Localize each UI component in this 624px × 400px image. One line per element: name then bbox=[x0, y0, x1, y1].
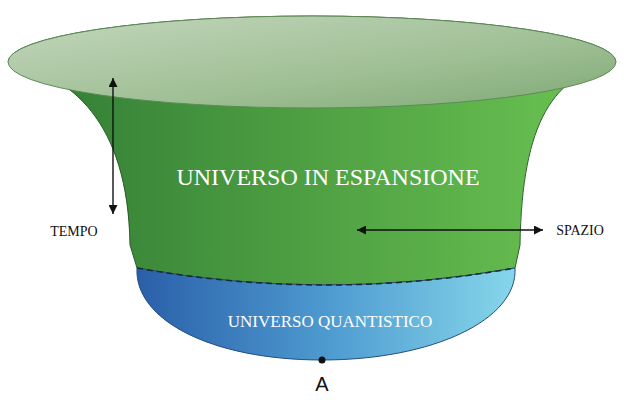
region-outline bbox=[8, 12, 616, 292]
time-arrow bbox=[112, 78, 113, 214]
point-label: A bbox=[315, 373, 328, 396]
quantum-universe-region: UNIVERSO QUANTISTICO bbox=[128, 258, 524, 364]
boundary-dashed-line bbox=[137, 268, 515, 285]
expanding-universe-shape bbox=[8, 16, 616, 285]
region-label: UNIVERSO QUANTISTICO bbox=[228, 312, 432, 332]
space-arrow bbox=[357, 229, 543, 230]
expanding-universe-region: UNIVERSO IN ESPANSIONE bbox=[8, 12, 616, 292]
axis-label: TEMPO bbox=[50, 224, 97, 240]
region-outline bbox=[128, 258, 524, 364]
axis-label: SPAZIO bbox=[556, 223, 604, 239]
origin-point bbox=[319, 357, 326, 364]
universe-rim bbox=[8, 16, 616, 108]
quantum-universe-shape bbox=[137, 268, 515, 360]
region-label: UNIVERSO IN ESPANSIONE bbox=[176, 164, 479, 192]
